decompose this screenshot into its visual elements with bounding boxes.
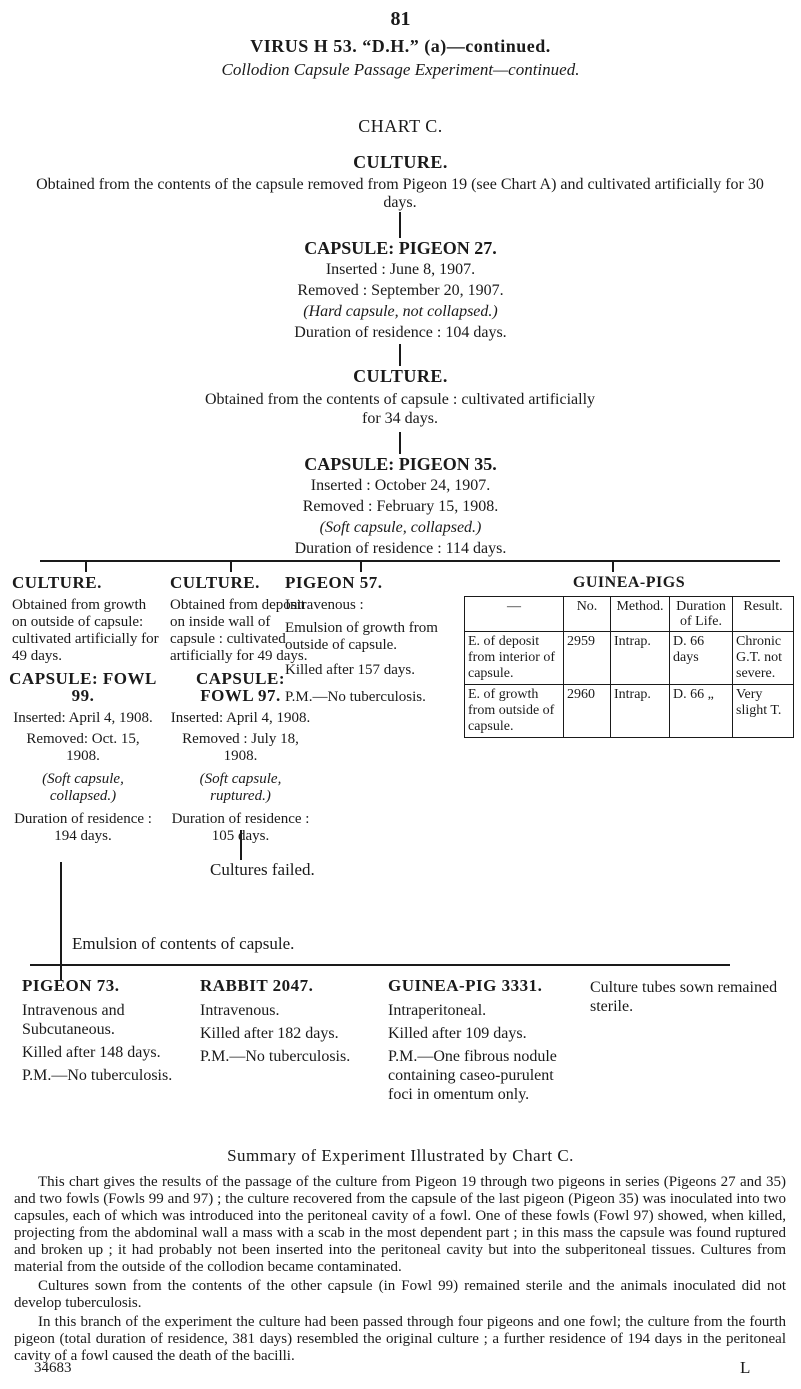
pigeon-57-killed: Killed after 157 days. xyxy=(285,662,415,678)
footer-print-number: 34683 xyxy=(34,1360,72,1376)
fowl-97-note: (Soft capsule, ruptured.) xyxy=(199,771,282,804)
rabbit-2047-column: RABBIT 2047. Intravenous. Killed after 1… xyxy=(200,976,360,1066)
culture-1-text: Obtained from the contents of the capsul… xyxy=(36,176,764,211)
chart-label: CHART C. xyxy=(358,116,443,136)
page-title: VIRUS H 53. “D.H.” (a)—continued. xyxy=(250,36,551,56)
capsule-35-title: CAPSULE: PIGEON 35. xyxy=(304,454,497,474)
pigeon-57-route: Intravenous : xyxy=(285,597,364,613)
table-cell: E. of deposit from interior of capsule. xyxy=(464,631,564,685)
capsule-27-removed: Removed : September 20, 1907. xyxy=(297,282,504,299)
fowl-99-duration: Duration of residence : 194 days. xyxy=(14,811,152,844)
capsule-27-inserted: Inserted : June 8, 1907. xyxy=(325,261,476,278)
column-header: Method. xyxy=(610,596,670,632)
pigeon-73-title: PIGEON 73. xyxy=(22,976,120,995)
capsule-fowl-99: CAPSULE: FOWL 99. Inserted: April 4, 190… xyxy=(8,670,158,845)
fowl-99-note: (Soft capsule, collapsed.) xyxy=(42,771,124,804)
table-cell: Very slight T. xyxy=(732,684,794,738)
culture-2-heading: CULTURE. xyxy=(353,366,448,386)
connector-line xyxy=(399,432,401,454)
capsule-27-note: (Hard capsule, not collapsed.) xyxy=(303,303,498,320)
left-culture-text: Obtained from growth on outside of capsu… xyxy=(12,597,159,664)
capsule-35-removed: Removed : February 15, 1908. xyxy=(302,498,499,515)
emulsion-label: Emulsion of contents of capsule. xyxy=(72,934,295,953)
guinea-pigs-table: — No. Method. Duration of Life. Result. … xyxy=(464,596,794,738)
table-cell: Chronic G.T. not severe. xyxy=(732,631,794,685)
fowl-97-removed: Removed : July 18, 1908. xyxy=(182,731,299,764)
table-cell: Intrap. xyxy=(610,631,670,685)
guinea-pig-3331-pm: P.M.—One fibrous nodule containing caseo… xyxy=(388,1048,557,1103)
mid-culture-text: Obtained from deposit on inside wall of … xyxy=(170,597,308,664)
table-cell: 2960 xyxy=(563,684,611,738)
connector-line xyxy=(240,830,242,860)
capsule-pigeon-35: CAPSULE: PIGEON 35. Inserted : October 2… xyxy=(0,454,801,559)
table-cell: Intrap. xyxy=(610,684,670,738)
capsule-35-inserted: Inserted : October 24, 1907. xyxy=(310,477,491,494)
culture-2-text: Obtained from the contents of capsule : … xyxy=(204,391,596,427)
table-cell: D. 66 days xyxy=(669,631,733,685)
pigeon-57-title: PIGEON 57. xyxy=(285,573,383,592)
connector-line xyxy=(60,900,62,930)
guinea-pigs-title: GUINEA-PIGS xyxy=(572,574,686,591)
pigeon-57-pm: P.M.—No tuberculosis. xyxy=(285,689,426,705)
column-header: No. xyxy=(563,596,611,632)
pigeon-57-text: Emulsion of growth from outside of capsu… xyxy=(285,620,438,653)
pigeon-73-killed: Killed after 148 days. xyxy=(22,1044,161,1061)
cultures-failed: Cultures failed. xyxy=(210,860,315,879)
guinea-pig-3331-route: Intraperitoneal. xyxy=(388,1002,487,1019)
connector-line xyxy=(399,344,401,366)
capsule-27-duration: Duration of residence : 104 days. xyxy=(294,324,507,341)
branch-line xyxy=(40,560,780,562)
culture-1-heading: CULTURE. xyxy=(353,152,448,172)
column-header: Result. xyxy=(732,596,794,632)
table-row: E. of growth from outside of capsule. 29… xyxy=(464,684,794,738)
connector-line xyxy=(85,560,87,572)
pigeon-73-column: PIGEON 73. Intravenous and Subcutaneous.… xyxy=(22,976,182,1085)
mid-culture-heading: CULTURE. xyxy=(170,573,260,592)
connector-line xyxy=(612,560,614,572)
table-header-row: — No. Method. Duration of Life. Result. xyxy=(464,596,794,632)
pigeon-73-route: Intravenous and Subcutaneous. xyxy=(22,1002,125,1038)
summary-body: This chart gives the results of the pass… xyxy=(14,1174,786,1367)
guinea-pig-3331-title: GUINEA-PIG 3331. xyxy=(388,976,543,995)
guinea-pig-3331-column: GUINEA-PIG 3331. Intraperitoneal. Killed… xyxy=(388,976,558,1104)
table-cell: E. of growth from outside of capsule. xyxy=(464,684,564,738)
rabbit-2047-pm: P.M.—No tuberculosis. xyxy=(200,1048,351,1065)
connector-line xyxy=(360,560,362,572)
fowl-99-title: CAPSULE: FOWL 99. xyxy=(9,669,157,705)
summary-paragraph: In this branch of the experiment the cul… xyxy=(14,1314,786,1364)
culture-tubes-text: Culture tubes sown remained sterile. xyxy=(590,979,778,1015)
branch-line xyxy=(30,964,730,966)
pigeon-57-column: PIGEON 57. Intravenous : Emulsion of gro… xyxy=(285,574,455,706)
rabbit-2047-route: Intravenous. xyxy=(200,1002,280,1019)
fowl-99-removed: Removed: Oct. 15, 1908. xyxy=(26,731,140,764)
summary-heading: Summary of Experiment Illustrated by Cha… xyxy=(227,1146,574,1165)
mid-culture-column: CULTURE. Obtained from deposit on inside… xyxy=(170,574,310,665)
rabbit-2047-killed: Killed after 182 days. xyxy=(200,1025,339,1042)
fowl-97-inserted: Inserted: April 4, 1908. xyxy=(170,710,311,726)
table-row: E. of deposit from interior of capsule. … xyxy=(464,631,794,685)
guinea-pig-3331-killed: Killed after 109 days. xyxy=(388,1025,527,1042)
capsule-pigeon-27: CAPSULE: PIGEON 27. Inserted : June 8, 1… xyxy=(0,238,801,343)
summary-paragraph: Cultures sown from the contents of the o… xyxy=(14,1278,786,1311)
page-subtitle: Collodion Capsule Passage Experiment—con… xyxy=(221,60,580,79)
page-number: 81 xyxy=(390,8,411,30)
column-header: Duration of Life. xyxy=(669,596,733,632)
summary-paragraph: This chart gives the results of the pass… xyxy=(14,1174,786,1275)
fowl-99-inserted: Inserted: April 4, 1908. xyxy=(13,710,153,726)
column-header: — xyxy=(464,596,564,632)
culture-tubes-column: Culture tubes sown remained sterile. xyxy=(590,978,790,1016)
table-cell: D. 66 „ xyxy=(669,684,733,738)
pigeon-73-pm: P.M.—No tuberculosis. xyxy=(22,1067,173,1084)
capsule-35-note: (Soft capsule, collapsed.) xyxy=(319,519,482,536)
fowl-97-title: CAPSULE: FOWL 97. xyxy=(195,669,285,705)
rabbit-2047-title: RABBIT 2047. xyxy=(200,976,314,995)
left-culture-column: CULTURE. Obtained from growth on outside… xyxy=(12,574,162,665)
connector-line xyxy=(399,212,401,238)
capsule-27-title: CAPSULE: PIGEON 27. xyxy=(304,238,497,258)
footer-signature: L xyxy=(740,1358,751,1377)
table-cell: 2959 xyxy=(563,631,611,685)
capsule-35-duration: Duration of residence : 114 days. xyxy=(294,540,507,557)
left-culture-heading: CULTURE. xyxy=(12,573,102,592)
connector-line xyxy=(230,560,232,572)
